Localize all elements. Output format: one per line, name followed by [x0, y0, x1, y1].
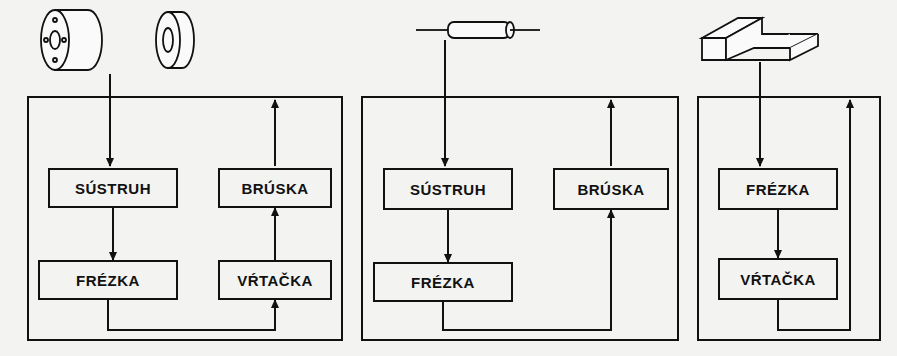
- flow-connector: [112, 208, 114, 260]
- machine-box: SÚSTRUH: [383, 168, 513, 210]
- cell-frame: [362, 97, 678, 340]
- machine-label: FRÉZKA: [405, 274, 481, 291]
- flow-connector: [447, 210, 449, 262]
- flow-arrow: [110, 40, 850, 330]
- machine-label: FRÉZKA: [70, 272, 146, 289]
- machine-label: VŔTAČKA: [734, 271, 822, 288]
- machine-label: SÚSTRUH: [404, 181, 492, 198]
- flow-connector: [108, 300, 275, 330]
- part-icon: [41, 10, 818, 70]
- machine-box: FRÉZKA: [718, 168, 838, 210]
- flow-connector: [777, 210, 779, 258]
- machine-box: FRÉZKA: [38, 260, 178, 300]
- machine-box: VŔTAČKA: [718, 258, 838, 300]
- machine-box: BRÚSKA: [218, 168, 332, 208]
- machine-label: SÚSTRUH: [69, 180, 157, 197]
- machine-label: VŔTAČKA: [231, 272, 319, 289]
- machine-box: SÚSTRUH: [48, 168, 178, 208]
- machine-box: FRÉZKA: [373, 262, 513, 302]
- machine-label: BRÚSKA: [571, 181, 650, 198]
- machine-box: VŔTAČKA: [218, 260, 332, 300]
- flow-connector: [274, 208, 276, 260]
- machine-label: BRÚSKA: [235, 180, 314, 197]
- cell-frame: [698, 97, 880, 340]
- machine-box: BRÚSKA: [553, 168, 669, 210]
- machine-label: FRÉZKA: [740, 181, 816, 198]
- cell-frame: [28, 97, 342, 340]
